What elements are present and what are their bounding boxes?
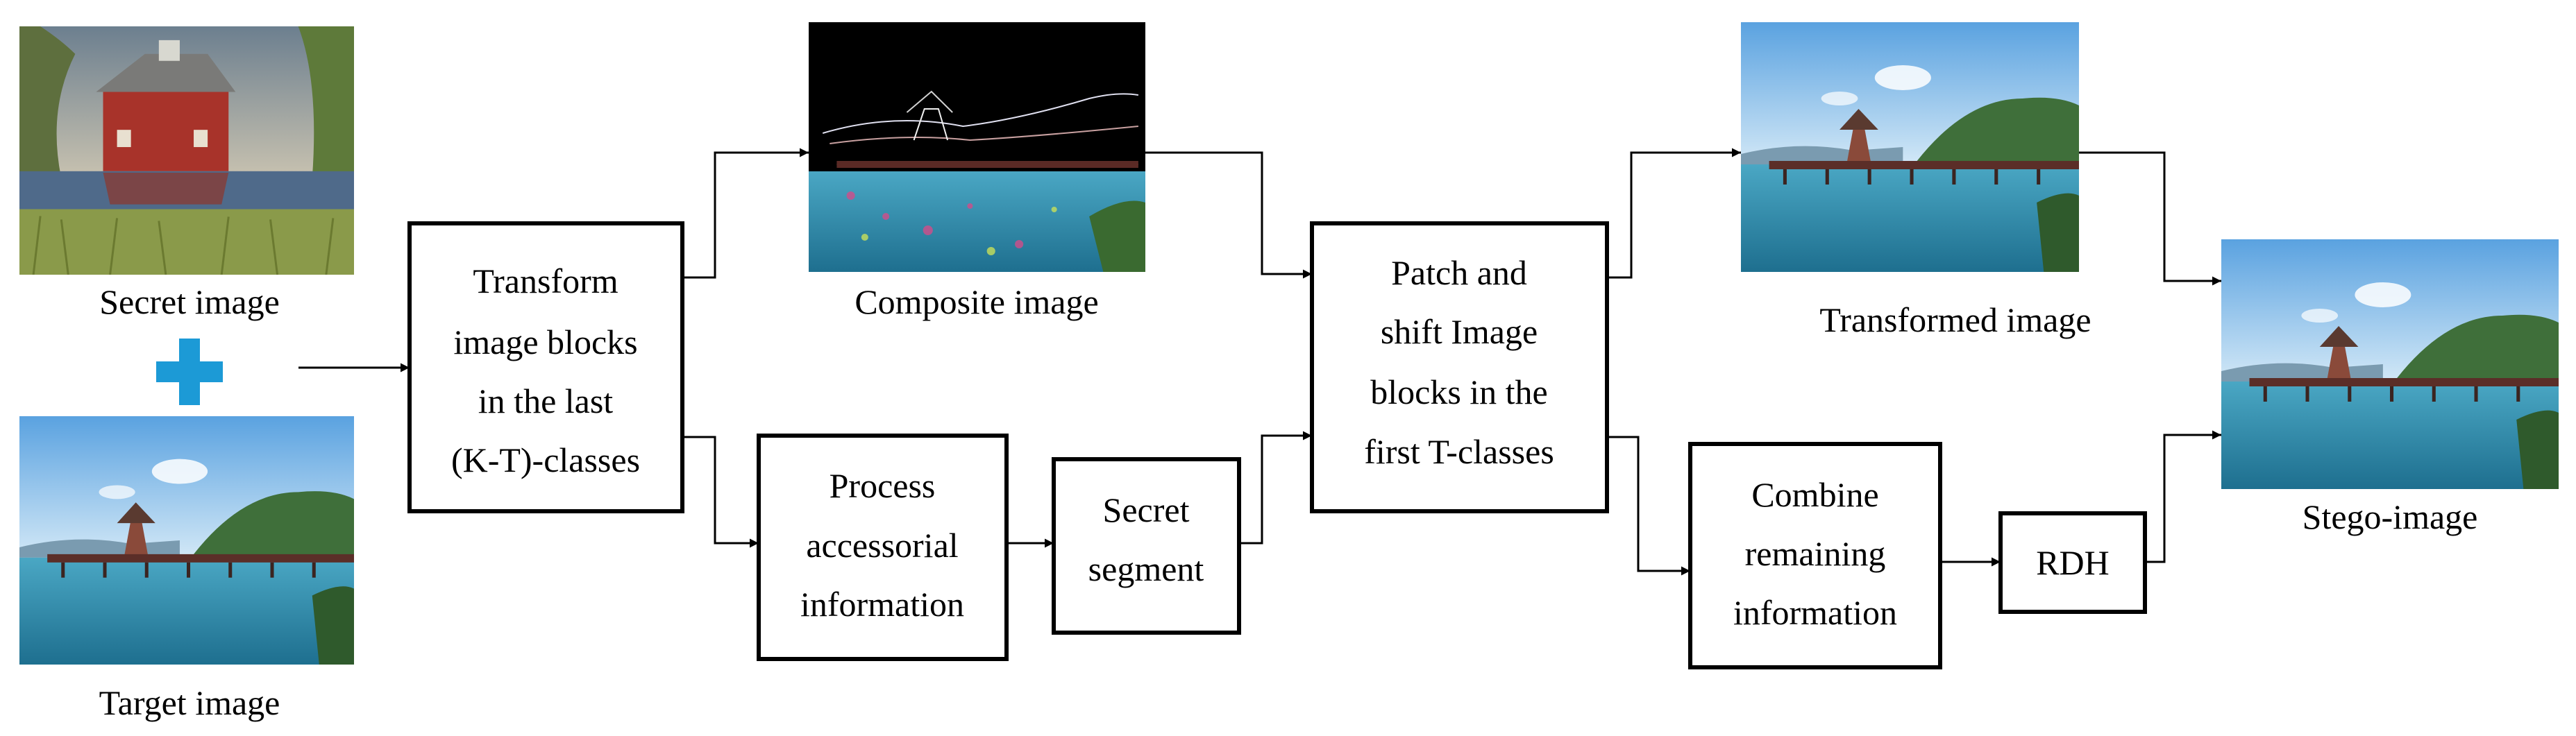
connector-transform-to-composite: [682, 148, 809, 279]
composite-image-caption: Composite image: [855, 282, 1098, 321]
secret-segment-box: Secret segment: [1052, 457, 1241, 635]
secret-image-caption: Secret image: [99, 282, 280, 321]
secret-segment-line-2: segment: [1088, 549, 1204, 588]
target-image: [19, 416, 354, 665]
rdh-box: RDH: [1998, 511, 2147, 614]
connector-composite-to-patch: [1145, 151, 1312, 279]
secret-image: [19, 26, 354, 275]
process-box: Process accessorial information: [757, 434, 1009, 661]
connector-secret-to-patch: [1239, 431, 1312, 545]
connector-transformed-to-stego: [2079, 151, 2221, 286]
connector-patch-to-transformed: [1607, 148, 1741, 279]
transform-box-line-3: in the last: [478, 382, 614, 420]
transform-box-line-2: image blocks: [453, 323, 637, 361]
stego-image-caption: Stego-image: [2303, 497, 2478, 536]
transform-box-line-4: (K-T)-classes: [451, 440, 640, 479]
connector-rdh-to-stego: [2145, 430, 2221, 563]
combine-box-line-3: information: [1733, 593, 1897, 632]
process-box-line-3: information: [800, 585, 964, 624]
patch-box-line-3: blocks in the: [1370, 373, 1548, 411]
transform-box-line-1: Transform: [473, 262, 618, 300]
stego-image: [2221, 239, 2559, 489]
plus-icon: [156, 339, 223, 405]
secret-segment-line-1: Secret: [1103, 490, 1190, 529]
target-image-caption: Target image: [99, 683, 280, 722]
process-box-line-2: accessorial: [806, 526, 958, 565]
patch-box-line-1: Patch and: [1391, 253, 1527, 292]
process-box-line-1: Process: [830, 466, 936, 505]
transformed-image: [1741, 22, 2079, 272]
connector-transform-to-process: [682, 436, 759, 548]
connector-patch-to-combine: [1607, 436, 1690, 576]
patch-box: Patch and shift Image blocks in the firs…: [1310, 221, 1609, 513]
combine-box: Combine remaining information: [1688, 442, 1942, 669]
combine-box-line-1: Combine: [1751, 475, 1878, 514]
patch-box-line-4: first T-classes: [1364, 432, 1554, 471]
transformed-image-caption: Transformed image: [1819, 300, 2091, 339]
combine-box-line-2: remaining: [1745, 534, 1886, 573]
patch-box-line-2: shift Image: [1381, 312, 1538, 351]
rdh-box-label: RDH: [2036, 543, 2110, 582]
transform-box: Transform image blocks in the last (K-T)…: [407, 221, 684, 513]
connectors: [298, 148, 2221, 576]
composite-image: [809, 22, 1145, 272]
